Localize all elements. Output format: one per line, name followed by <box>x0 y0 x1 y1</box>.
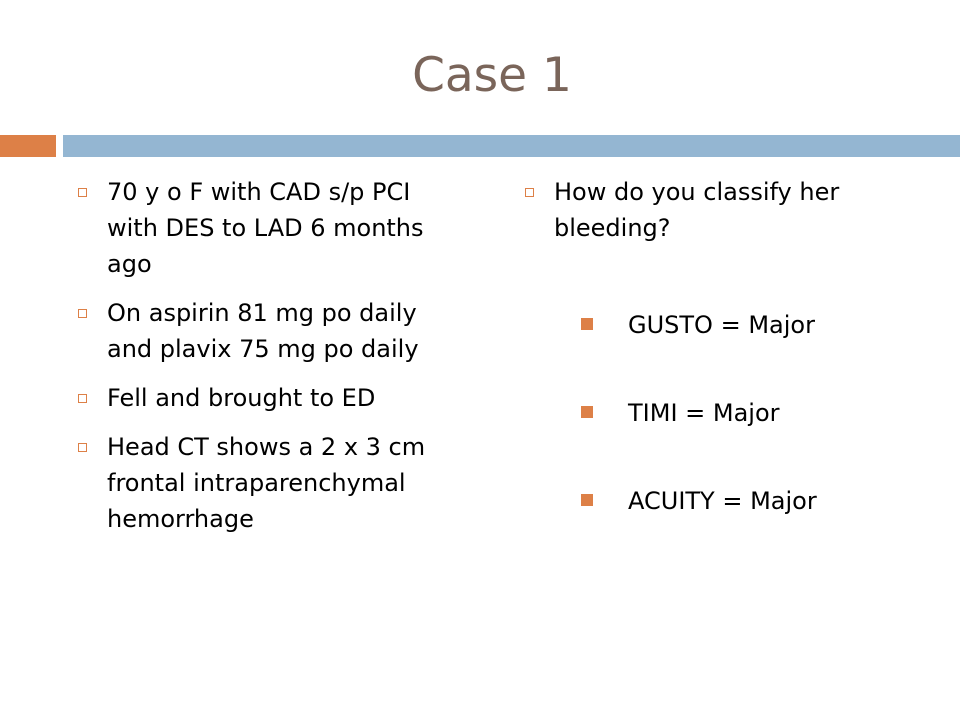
list-item: 70 y o F with CAD s/p PCI with DES to LA… <box>78 174 468 282</box>
square-bullet-icon <box>78 394 87 403</box>
classification-item: TIMI = Major <box>581 393 817 437</box>
left-bullet-list: 70 y o F with CAD s/p PCI with DES to LA… <box>78 174 468 550</box>
bullet-text: Fell and brought to ED <box>107 384 376 412</box>
square-bullet-icon <box>78 443 87 452</box>
list-item: Head CT shows a 2 x 3 cm frontal intrapa… <box>78 429 468 537</box>
square-bullet-icon <box>78 188 87 197</box>
bullet-text: On aspirin 81 mg po daily and plavix 75 … <box>107 299 419 363</box>
square-bullet-icon <box>525 188 534 197</box>
list-item: Fell and brought to ED <box>78 380 468 416</box>
list-item: How do you classify her bleeding? <box>525 174 935 246</box>
solid-square-bullet-icon <box>581 494 593 506</box>
bullet-text: 70 y o F with CAD s/p PCI with DES to LA… <box>107 178 424 278</box>
solid-square-bullet-icon <box>581 406 593 418</box>
square-bullet-icon <box>78 309 87 318</box>
slide-title: Case 1 <box>412 48 572 103</box>
bullet-text: Head CT shows a 2 x 3 cm frontal intrapa… <box>107 433 426 533</box>
list-item: On aspirin 81 mg po daily and plavix 75 … <box>78 295 468 367</box>
classification-list: GUSTO = Major TIMI = Major ACUITY = Majo… <box>581 305 817 525</box>
right-bullet-list: How do you classify her bleeding? <box>525 174 935 259</box>
classification-item: GUSTO = Major <box>581 305 817 349</box>
question-text: How do you classify her bleeding? <box>554 178 840 242</box>
classification-item: ACUITY = Major <box>581 481 817 525</box>
solid-square-bullet-icon <box>581 318 593 330</box>
classification-text: ACUITY = Major <box>628 487 817 515</box>
classification-text: GUSTO = Major <box>628 311 815 339</box>
accent-bar-blue <box>63 135 960 157</box>
accent-bar-orange <box>0 135 56 157</box>
classification-text: TIMI = Major <box>628 399 780 427</box>
